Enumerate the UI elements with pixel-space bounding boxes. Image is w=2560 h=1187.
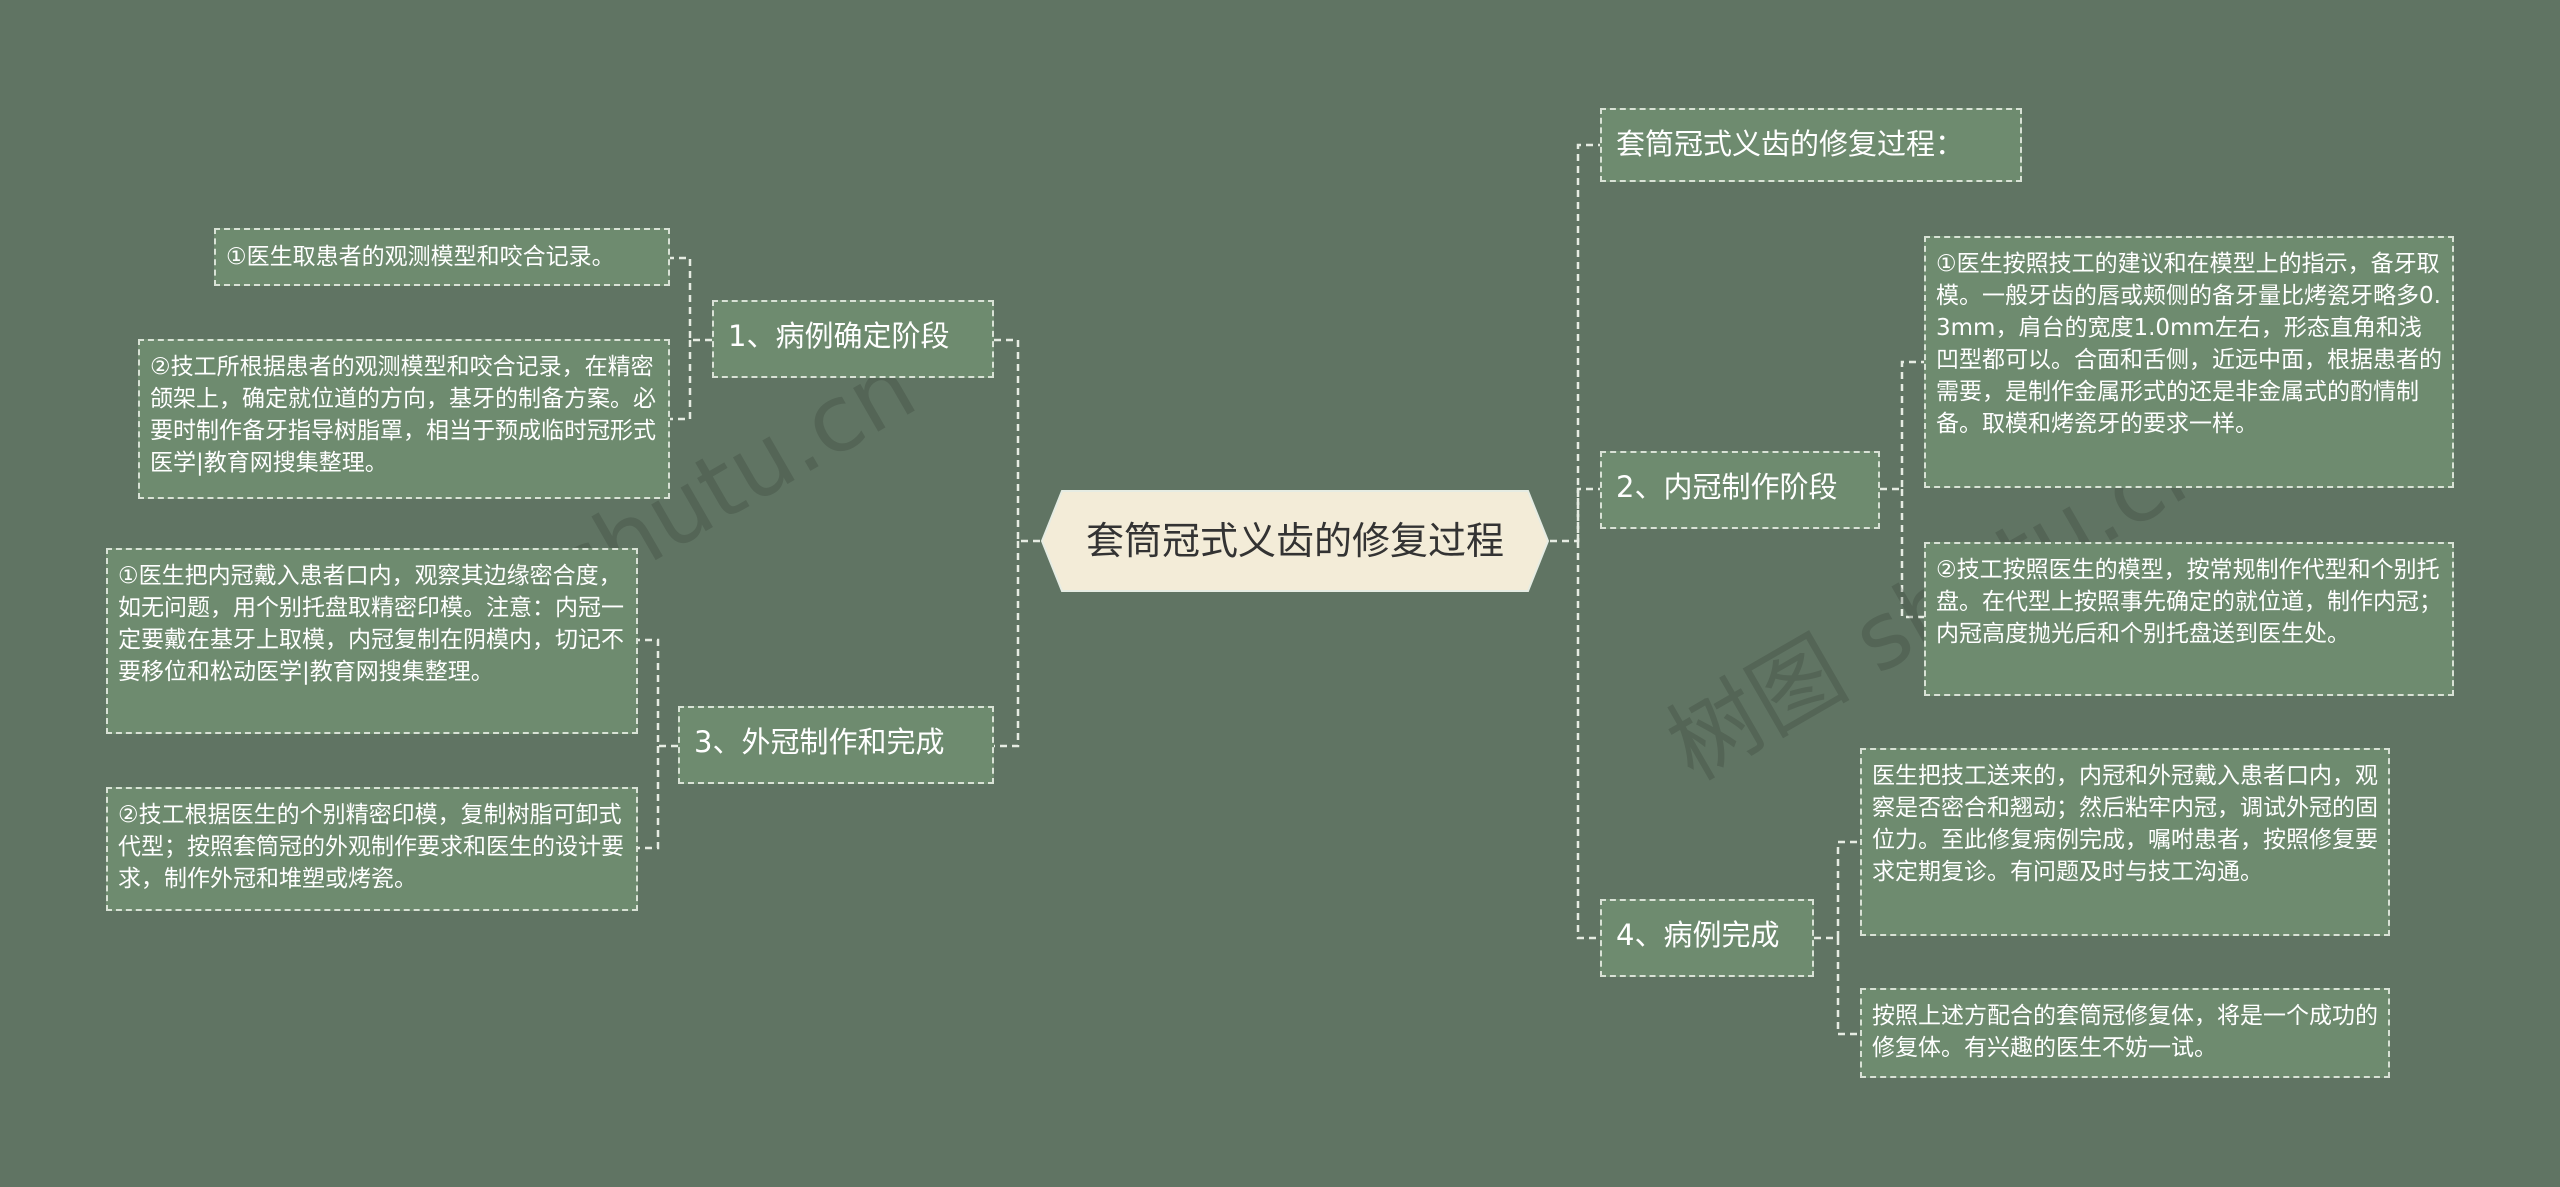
central-topic-title: 套筒冠式义齿的修复过程 xyxy=(1085,519,1504,563)
leaf-b1-2[interactable]: ②技工所根据患者的观测模型和咬合记录，在精密颌架上，确定就位道的方向，基牙的制备… xyxy=(138,339,670,499)
leaf-b1-1[interactable]: ①医生取患者的观测模型和咬合记录。 xyxy=(214,228,670,286)
central-topic-shape xyxy=(1040,490,1550,592)
leaf-b3-2[interactable]: ②技工根据医生的个别精密印模，复制树脂可卸式代型；按照套筒冠的外观制作要求和医生… xyxy=(106,787,638,911)
intro-node[interactable]: 套筒冠式义齿的修复过程： xyxy=(1600,108,2022,182)
branch-case-complete[interactable]: 4、病例完成 xyxy=(1600,899,1814,977)
central-topic[interactable]: 套筒冠式义齿的修复过程 xyxy=(1040,489,1550,593)
leaf-b2-2[interactable]: ②技工按照医生的模型，按常规制作代型和个别托盘。在代型上按照事先确定的就位道，制… xyxy=(1924,542,2454,696)
leaf-b4-1[interactable]: 医生把技工送来的，内冠和外冠戴入患者口内，观察是否密合和翘动；然后粘牢内冠，调试… xyxy=(1860,748,2390,936)
leaf-b3-1[interactable]: ①医生把内冠戴入患者口内，观察其边缘密合度，如无问题，用个别托盘取精密印模。注意… xyxy=(106,548,638,734)
leaf-b2-1[interactable]: ①医生按照技工的建议和在模型上的指示，备牙取模。一般牙齿的唇或颊侧的备牙量比烤瓷… xyxy=(1924,236,2454,488)
branch-outer-crown[interactable]: 3、外冠制作和完成 xyxy=(678,706,994,784)
branch-case-determination[interactable]: 1、病例确定阶段 xyxy=(712,300,994,378)
branch-inner-crown[interactable]: 2、内冠制作阶段 xyxy=(1600,451,1880,529)
leaf-b4-2[interactable]: 按照上述方配合的套筒冠修复体，将是一个成功的修复体。有兴趣的医生不妨一试。 xyxy=(1860,988,2390,1078)
